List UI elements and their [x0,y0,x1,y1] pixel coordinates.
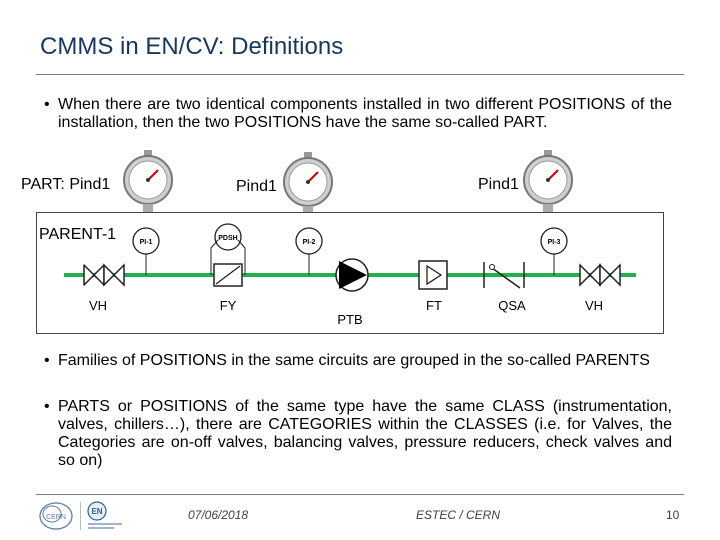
bullet-text: Families of POSITIONS in the same circui… [58,352,650,369]
bullet-parents: • Families of POSITIONS in the same circ… [44,352,672,370]
valve-vh-left-icon [83,263,125,287]
bullet-text: When there are two identical components … [58,96,672,131]
svg-text:PDSH: PDSH [218,235,237,242]
label-vh-left: VH [89,298,107,313]
circuit-diagram: PI-1 PDSH PI-2 PI-3 [36,212,664,334]
bullet-marker: • [44,398,50,415]
valve-vh-right-icon [579,263,621,287]
pind-label: Pind1 [478,176,519,193]
instrument-pi2: PI-2 [295,227,323,275]
svg-text:PI-1: PI-1 [140,239,153,246]
svg-text:PI-3: PI-3 [548,239,561,246]
instrument-pdsh: PDSH [210,223,246,275]
bullet-classes: • PARTS or POSITIONS of the same type ha… [44,398,672,470]
filter-fy-icon [213,263,243,287]
pressure-gauge-icon [523,150,573,216]
footer-divider [36,494,684,495]
parent-label: PARENT-1 [39,226,117,243]
label-ft: FT [426,298,442,313]
instrument-pi1: PI-1 [132,227,160,275]
bullet-marker: • [44,96,50,113]
svg-text:PI-2: PI-2 [303,239,316,246]
flow-meter-ft-icon [418,260,448,290]
label-qsa: QSA [498,298,526,313]
bullet-marker: • [44,352,50,369]
svg-text:CERN: CERN [46,514,66,521]
footer-date: 07/06/2018 [188,508,249,522]
label-vh-right: VH [585,298,603,313]
title-divider [36,74,684,75]
footer-organization: ESTEC / CERN [416,508,501,522]
page-number: 10 [666,508,680,522]
cern-logo-icon: CERN [39,502,73,530]
check-valve-qsa-icon [483,262,525,289]
logo-separator [80,502,81,530]
instrument-pi3: PI-3 [540,227,568,275]
svg-text:EN: EN [91,507,102,516]
en-department-logo-icon: EN [87,501,122,529]
label-fy: FY [220,298,237,313]
label-ptb: PTB [337,312,362,327]
pressure-gauge-icon [283,152,333,218]
pump-ptb-icon [335,258,369,292]
part-label: PART: Pind1 [21,176,111,193]
bullet-text: PARTS or POSITIONS of the same type have… [58,398,672,469]
pressure-gauge-icon [123,150,173,216]
pind-label: Pind1 [236,178,277,195]
slide-title: CMMS in EN/CV: Definitions [40,33,344,60]
bullet-part-definition: • When there are two identical component… [44,96,672,132]
